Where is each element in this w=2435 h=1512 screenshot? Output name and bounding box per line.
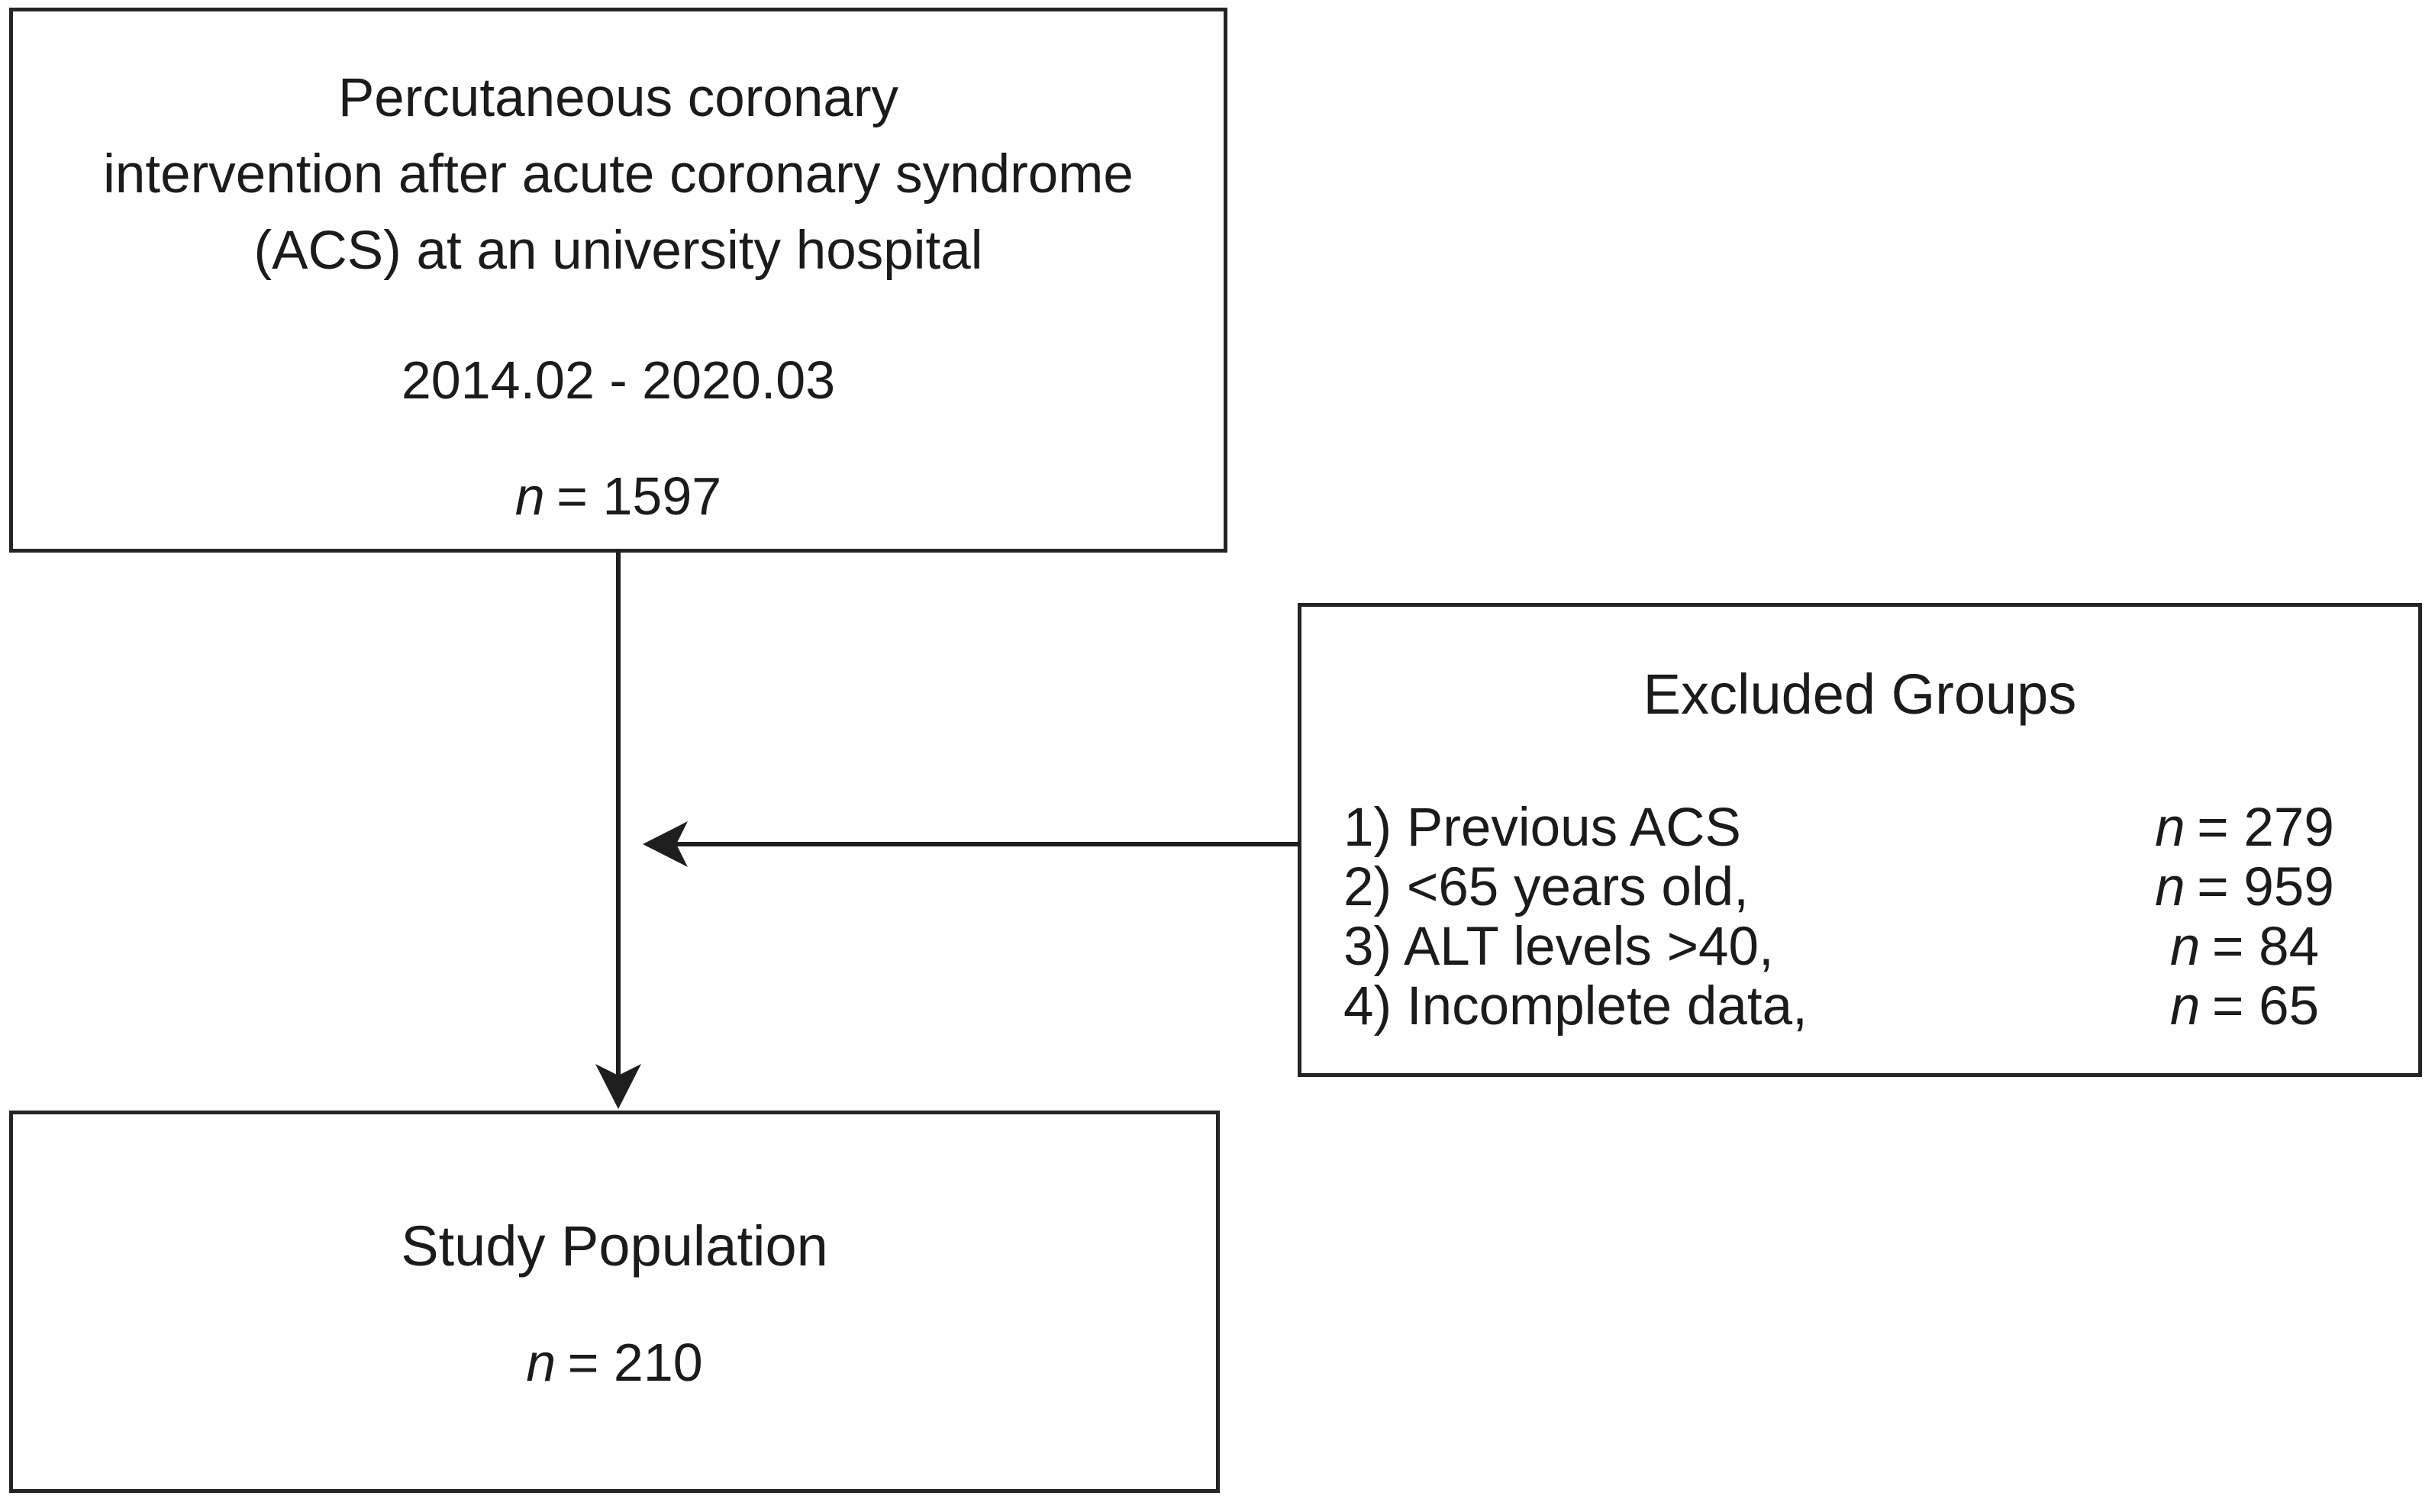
n-value: = 65 bbox=[2211, 976, 2320, 1036]
arrow-down-head bbox=[595, 1064, 641, 1109]
excluded-item: 1) Previous ACS n= 279 bbox=[1343, 798, 2376, 858]
excluded-item-label: 4) Incomplete data, bbox=[1343, 976, 1808, 1036]
excluded-item: 2) <65 years old, n= 959 bbox=[1343, 858, 2376, 917]
n-symbol: n bbox=[2155, 857, 2185, 917]
n-value: = 210 bbox=[567, 1333, 703, 1392]
excluded-item-sample-size: n= 279 bbox=[2113, 798, 2376, 858]
source-box-title: Percutaneous coronary intervention after… bbox=[13, 60, 1224, 289]
n-symbol: n bbox=[2169, 917, 2201, 977]
study-population-title: Study Population bbox=[401, 1214, 828, 1278]
source-box-date-range: 2014.02 - 2020.03 bbox=[401, 350, 836, 410]
n-symbol: n bbox=[514, 466, 545, 526]
excluded-item-sample-size: n= 65 bbox=[2113, 977, 2376, 1036]
pci-acs-source-box: Percutaneous coronary intervention after… bbox=[9, 8, 1227, 553]
source-box-sample-size: n= 1597 bbox=[13, 458, 1224, 534]
source-box-title-line-3: (ACS) at an university hospital bbox=[253, 221, 983, 281]
arrow-left-head bbox=[643, 821, 688, 867]
excluded-item-label: 1) Previous ACS bbox=[1343, 798, 1741, 858]
study-population-box: Study Population n= 210 bbox=[9, 1111, 1220, 1493]
n-value: = 1597 bbox=[556, 466, 722, 526]
n-value: = 84 bbox=[2211, 917, 2320, 977]
excluded-item: 4) Incomplete data, n= 65 bbox=[1343, 977, 2376, 1036]
excluded-item-sample-size: n= 959 bbox=[2113, 858, 2376, 917]
excluded-item: 3) ALT levels >40, n= 84 bbox=[1343, 917, 2376, 977]
n-symbol: n bbox=[526, 1333, 556, 1392]
excluded-item-label: 2) <65 years old, bbox=[1343, 857, 1749, 917]
excluded-item-sample-size: n= 84 bbox=[2113, 917, 2376, 977]
n-value: = 959 bbox=[2197, 857, 2334, 917]
excluded-groups-box: Excluded Groups 1) Previous ACS n= 279 2… bbox=[1298, 603, 2422, 1077]
source-box-title-line-2: intervention after acute coronary syndro… bbox=[103, 144, 1134, 205]
n-symbol: n bbox=[2169, 976, 2201, 1036]
n-value: = 279 bbox=[2197, 798, 2334, 858]
source-box-title-line-1: Percutaneous coronary bbox=[337, 68, 899, 128]
excluded-groups-list: 1) Previous ACS n= 279 2) <65 years old,… bbox=[1343, 798, 2376, 1036]
excluded-groups-title: Excluded Groups bbox=[1643, 663, 2077, 726]
study-population-sample-size: n= 210 bbox=[13, 1324, 1216, 1401]
n-symbol: n bbox=[2155, 798, 2185, 858]
excluded-item-label: 3) ALT levels >40, bbox=[1343, 917, 1774, 977]
